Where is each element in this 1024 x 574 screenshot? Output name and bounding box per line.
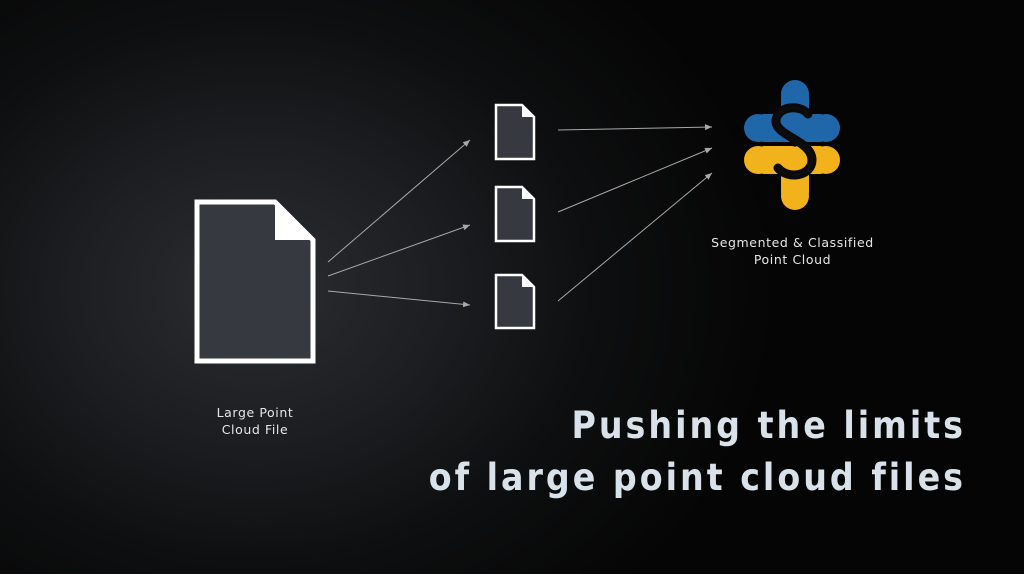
merge-arrow-3 (557, 172, 713, 302)
merge-arrow-1 (557, 124, 713, 131)
output-label: Segmented & Classified Point Cloud (680, 234, 905, 268)
headline: Pushing the limits of large point cloud … (366, 400, 966, 504)
chunk-file-icon-2 (494, 185, 536, 243)
segmentation-s-logo-icon (744, 80, 840, 210)
merge-arrow-2 (557, 147, 713, 213)
large-file-icon (194, 199, 316, 364)
chunk-file-icon-3 (494, 273, 536, 330)
split-arrow-2 (327, 224, 471, 277)
output-label-line-2: Point Cloud (753, 252, 832, 267)
chunk-file-icon-1 (494, 103, 536, 161)
split-arrow-3 (327, 290, 471, 308)
large-file-label-line-2: Cloud File (221, 422, 289, 437)
large-file-label-line-1: Large Point (216, 405, 294, 420)
output-label-line-1: Segmented & Classified (711, 235, 874, 250)
headline-line-2: of large point cloud files (428, 456, 966, 499)
headline-line-1: Pushing the limits (571, 404, 966, 447)
split-arrow-1 (327, 139, 471, 263)
large-file-label: Large Point Cloud File (175, 404, 335, 438)
